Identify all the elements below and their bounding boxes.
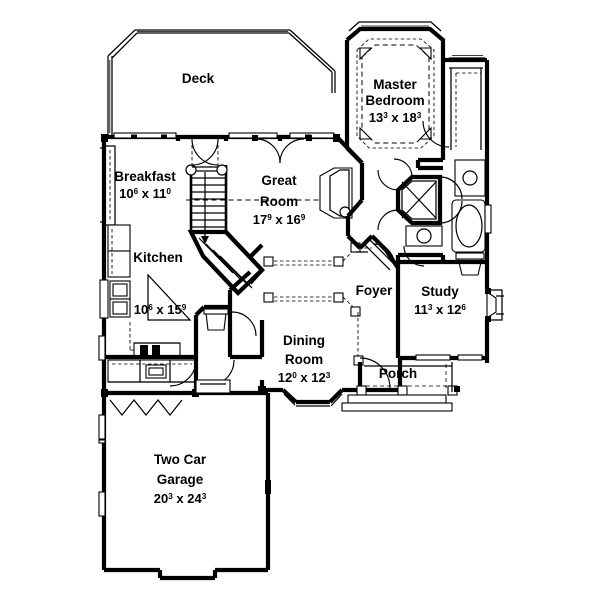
label-great-room-line1: Great	[261, 173, 297, 188]
label-kitchen-dim: 106 x 159	[134, 302, 187, 317]
label-deck: Deck	[182, 71, 215, 86]
label-breakfast-dim: 106 x 110	[119, 186, 171, 201]
label-kitchen: Kitchen	[133, 250, 183, 265]
label-garage-dim: 203 x 243	[154, 491, 207, 506]
master-bathroom	[373, 158, 492, 276]
label-study-dim: 113 x 126	[414, 302, 466, 317]
great-room-features	[186, 167, 364, 259]
label-foyer: Foyer	[356, 283, 394, 298]
label-great-room-dim: 179 x 169	[253, 212, 306, 227]
two-car-garage	[98, 335, 271, 581]
label-master-bedroom-line1: Master	[373, 77, 417, 92]
study-walls	[395, 268, 504, 361]
porch	[341, 362, 460, 412]
interior-walls-center	[104, 270, 265, 396]
room-labels: Deck Master Bedroom 133 x 183 Breakfast …	[114, 71, 466, 506]
bath-hall-walls	[395, 252, 487, 268]
label-dining-room-dim: 120 x 123	[278, 370, 331, 385]
master-suite-walls	[345, 67, 483, 200]
label-study: Study	[421, 284, 459, 299]
label-dining-room-line1: Dining	[283, 333, 325, 348]
label-garage-line1: Two Car	[154, 452, 207, 467]
label-breakfast: Breakfast	[114, 169, 176, 184]
deck-outline	[107, 29, 336, 135]
wall-jambs	[101, 134, 340, 397]
staircase-up	[185, 164, 265, 296]
label-master-bedroom-dim: 133 x 183	[369, 110, 422, 125]
kitchen	[99, 224, 197, 383]
label-dining-room-line2: Room	[285, 352, 323, 367]
breakfast-area	[100, 132, 335, 226]
label-garage-line2: Garage	[157, 472, 204, 487]
label-porch: Porch	[379, 366, 417, 381]
label-master-bedroom-line2: Bedroom	[365, 93, 424, 108]
label-great-room-line2: Room	[260, 194, 298, 209]
